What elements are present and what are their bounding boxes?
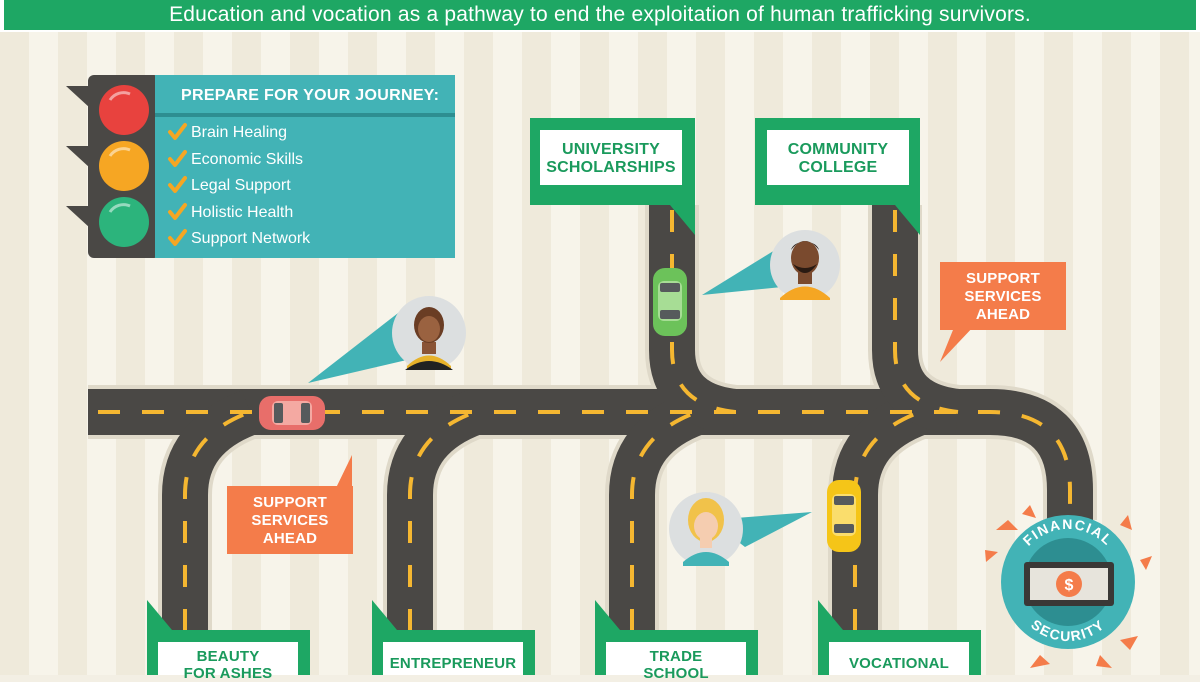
car-yellow-icon: [827, 480, 861, 552]
support-pointer-left: [335, 455, 352, 490]
checkmark-icon: [168, 203, 187, 220]
checklist-item: Holistic Health: [168, 203, 294, 222]
support-services-right: SUPPORT SERVICES AHEAD: [940, 262, 1066, 330]
sign-line: SCHOOL: [643, 665, 709, 682]
support-line: AHEAD: [975, 306, 1031, 323]
sign-entrepreneur: ENTREPRENEUR: [383, 655, 523, 673]
support-line: SERVICES: [964, 288, 1042, 305]
support-pointer-right: [940, 325, 975, 362]
avatar-woman-1-icon: [308, 296, 466, 383]
header-banner: Education and vocation as a pathway to e…: [0, 0, 1200, 32]
checklist-item: Support Network: [168, 229, 311, 248]
support-line: SERVICES: [251, 512, 329, 529]
sign-trade-board: [595, 600, 758, 675]
car-red-icon: [259, 396, 325, 430]
sign-university-board: [530, 118, 695, 235]
sign-line: BEAUTY: [196, 648, 260, 665]
sign-beauty-board: [147, 600, 310, 675]
sign-line: SCHOLARSHIPS: [546, 159, 676, 176]
sign-community-board: [755, 118, 920, 235]
checklist-item: Brain Healing: [168, 123, 288, 142]
checkmark-icon: [168, 123, 187, 140]
support-services-left: SUPPORT SERVICES AHEAD: [227, 486, 353, 554]
traffic-light-icon: [66, 75, 182, 258]
avatar-woman-2-icon: [669, 492, 812, 566]
sign-line: COMMUNITY: [787, 141, 889, 158]
checkmark-icon: [168, 176, 187, 193]
avatar-man-icon: [702, 230, 840, 300]
car-green-icon: [653, 268, 687, 336]
checklist-item: Economic Skills: [168, 150, 304, 169]
sign-entrepreneur-board: [372, 600, 535, 675]
checklist-item-label: Economic Skills: [191, 151, 304, 168]
sign-line: ENTREPRENEUR: [389, 655, 517, 672]
sign-vocational-board: [818, 600, 981, 675]
sign-community-college: COMMUNITY COLLEGE: [767, 141, 909, 177]
sign-line: UNIVERSITY: [561, 141, 660, 158]
sign-university: UNIVERSITY SCHOLARSHIPS: [540, 141, 682, 177]
sign-trade-school: TRADE SCHOOL: [606, 648, 746, 682]
roads: [88, 205, 1093, 675]
sign-vocational: VOCATIONAL: [829, 655, 969, 673]
checkmark-icon: [168, 229, 187, 246]
sign-line: COLLEGE: [798, 159, 878, 176]
badge-sunburst: [985, 505, 1152, 668]
support-line: SUPPORT: [253, 494, 327, 511]
checklist-item-label: Legal Support: [191, 177, 291, 194]
journey-checklist: PREPARE FOR YOUR JOURNEY: Brain Healing …: [155, 75, 455, 258]
sign-beauty-for-ashes: BEAUTY FOR ASHES: [158, 648, 298, 682]
financial-security-badge: FINANCIAL SECURITY $: [985, 505, 1152, 668]
sign-line: VOCATIONAL: [848, 655, 950, 672]
checklist-item-label: Holistic Health: [191, 204, 294, 221]
checklist-item-label: Brain Healing: [191, 124, 288, 141]
sign-line: FOR ASHES: [183, 665, 273, 682]
support-line: SUPPORT: [966, 270, 1040, 287]
lane-markings: [98, 210, 1072, 675]
checkmark-icon: [168, 150, 187, 167]
checklist-divider: [155, 113, 455, 117]
dollar-icon: $: [1065, 577, 1074, 594]
header-title: Education and vocation as a pathway to e…: [4, 0, 1196, 30]
support-line: AHEAD: [262, 530, 318, 547]
checklist-item: Legal Support: [168, 176, 291, 195]
checklist-title: PREPARE FOR YOUR JOURNEY:: [181, 87, 440, 104]
checklist-item-label: Support Network: [191, 230, 311, 247]
sign-line: TRADE: [649, 648, 703, 665]
